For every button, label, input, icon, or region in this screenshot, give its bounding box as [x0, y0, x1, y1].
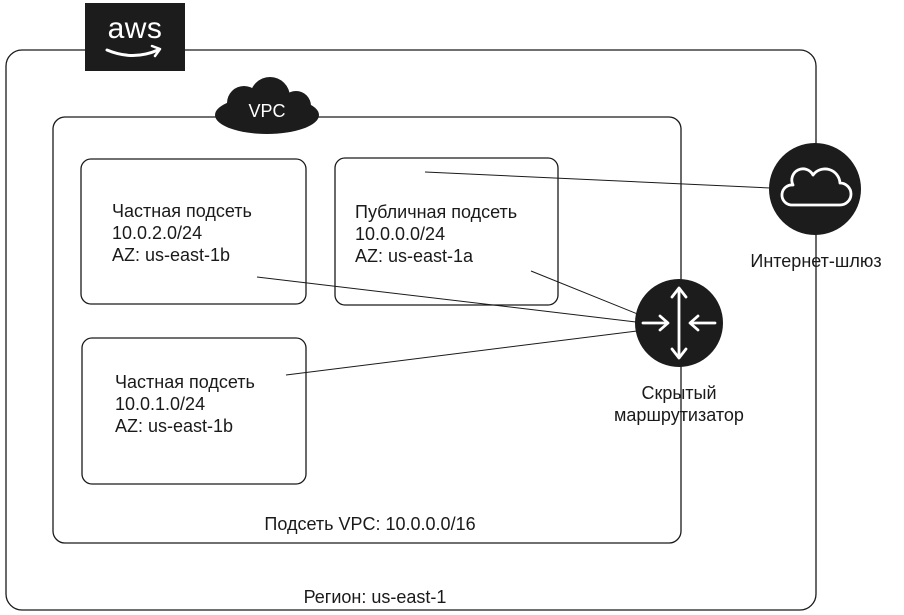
subnet-public: Публичная подсеть 10.0.0.0/24 AZ: us-eas… — [355, 201, 517, 267]
router-label-line1: Скрытый — [641, 383, 717, 403]
subnet-cidr: 10.0.1.0/24 — [115, 394, 206, 414]
subnet-box-private-2 — [81, 337, 307, 485]
vpc-cidr-label: Подсеть VPC: 10.0.0.0/16 — [264, 514, 476, 534]
subnet-cidr: 10.0.0.0/24 — [355, 224, 446, 244]
vpc-badge-label: VPC — [248, 101, 286, 121]
subnet-az: AZ: us-east-1b — [112, 245, 231, 265]
connector-public-to-router — [530, 270, 641, 316]
subnet-box-private-1 — [80, 158, 307, 305]
internet-gateway-icon — [769, 143, 861, 235]
subnet-name: Частная подсеть — [115, 372, 255, 392]
router-label-line2: маршрутизатор — [614, 405, 744, 425]
vpc-cloud-icon — [215, 77, 319, 134]
subnet-cidr: 10.0.2.0/24 — [112, 223, 203, 243]
aws-arrow-icon — [150, 44, 162, 58]
subnet-name: Публичная подсеть — [355, 202, 518, 222]
subnet-az: AZ: us-east-1b — [115, 416, 234, 436]
aws-smile-icon — [105, 48, 160, 57]
connector-private2-to-router — [285, 330, 638, 376]
region-box — [5, 49, 817, 611]
connector-private1-to-router — [256, 276, 637, 323]
internet-gateway-label: Интернет-шлюз — [750, 251, 882, 271]
aws-logo-box — [85, 3, 185, 71]
subnet-az: AZ: us-east-1a — [355, 246, 474, 266]
region-label: Регион: us-east-1 — [303, 587, 447, 607]
router-icon — [635, 279, 723, 367]
subnet-name: Частная подсеть — [112, 201, 252, 221]
subnet-box-public — [334, 157, 559, 306]
subnet-private-1: Частная подсеть 10.0.2.0/24 AZ: us-east-… — [112, 200, 252, 266]
subnet-private-2: Частная подсеть 10.0.1.0/24 AZ: us-east-… — [115, 371, 255, 437]
connector-public-to-gateway — [424, 171, 771, 189]
aws-logo-text: aws — [107, 12, 163, 45]
vpc-box — [52, 116, 682, 544]
